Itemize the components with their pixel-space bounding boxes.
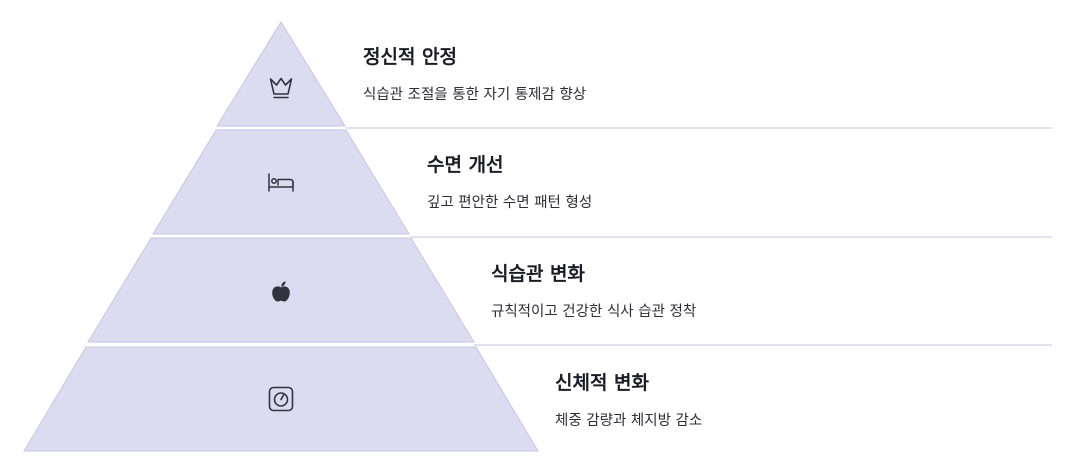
- level-1-description: 식습관 조절을 통한 자기 통제감 향상: [363, 87, 587, 103]
- pyramid-tier-2: [152, 129, 410, 235]
- level-2-description: 깊고 편안한 수면 패턴 형성: [427, 195, 593, 211]
- level-1-title: 정신적 안정: [363, 46, 458, 68]
- level-3-title: 식습관 변화: [491, 263, 586, 285]
- pyramid-tier-1: [216, 21, 346, 127]
- pyramid-level-4: 신체적 변화 체중 감량과 체지방 감소: [555, 368, 702, 430]
- level-4-title: 신체적 변화: [555, 372, 650, 394]
- bed-icon: [268, 173, 294, 192]
- pyramid-level-2: 수면 개선 깊고 편안한 수면 패턴 형성: [427, 150, 592, 212]
- level-2-title: 수면 개선: [427, 154, 504, 176]
- pyramid-level-3: 식습관 변화 규칙적이고 건강한 식사 습관 정착: [491, 259, 696, 321]
- crown-icon: [269, 77, 293, 99]
- level-4-description: 체중 감량과 체지방 감소: [555, 413, 703, 429]
- scale-icon: [268, 386, 294, 412]
- pyramid-level-1: 정신적 안정 식습관 조절을 통한 자기 통제감 향상: [363, 42, 586, 104]
- level-3-description: 규칙적이고 건강한 식사 습관 정착: [491, 304, 697, 320]
- apple-icon: [272, 281, 290, 302]
